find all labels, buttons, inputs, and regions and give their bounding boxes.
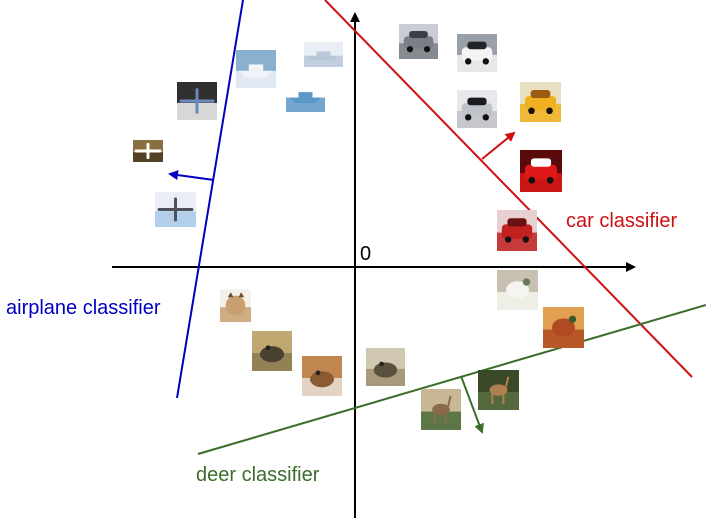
origin-label: 0 xyxy=(360,243,372,265)
airplane-classifier-arrow xyxy=(168,170,215,181)
car-classifier-label: car classifier xyxy=(566,210,678,232)
car-thumb-2 xyxy=(457,34,497,72)
airplane-thumb-1 xyxy=(177,82,217,120)
deer-icon xyxy=(489,376,510,404)
car-thumb-3 xyxy=(457,90,497,128)
truck-icon xyxy=(501,218,533,243)
frog-thumb-1 xyxy=(252,331,292,371)
airplane-thumb-2 xyxy=(133,140,163,162)
car-classifier-arrow xyxy=(481,131,516,160)
car-thumb-5 xyxy=(520,150,562,192)
deer-thumb-1 xyxy=(478,370,519,410)
deer-classifier-line xyxy=(197,304,706,455)
car-icon xyxy=(461,97,493,121)
ship-icon xyxy=(240,64,272,78)
car-icon xyxy=(524,90,557,115)
airplane-icon xyxy=(179,88,215,114)
ship-thumb-2 xyxy=(304,42,343,67)
ship-thumb-3 xyxy=(286,80,325,112)
frog-thumb-2 xyxy=(302,356,342,396)
car-icon xyxy=(461,41,493,65)
car-icon xyxy=(403,31,434,53)
car-classifier-line xyxy=(324,0,693,378)
car-icon xyxy=(525,158,557,184)
bird-icon xyxy=(552,315,577,337)
cat-icon xyxy=(225,292,246,316)
frog-icon xyxy=(260,345,284,363)
car-thumb-1 xyxy=(399,24,438,59)
bird-icon xyxy=(506,278,531,299)
bird-thumb-1 xyxy=(497,270,538,310)
car-thumb-4 xyxy=(520,82,561,122)
frog-icon xyxy=(310,370,334,388)
deer-thumb-2 xyxy=(421,389,461,430)
ship-thumb-1 xyxy=(236,50,276,88)
cat-thumb xyxy=(220,289,251,322)
frog-thumb-3 xyxy=(366,348,405,386)
ship-icon xyxy=(307,51,340,60)
frog-icon xyxy=(373,361,398,378)
deer-icon xyxy=(432,395,452,424)
airplane-classifier-line xyxy=(176,0,244,399)
airplane-classifier-label: airplane classifier xyxy=(6,297,161,319)
airplane-icon xyxy=(157,197,194,222)
airplane-icon xyxy=(134,142,162,160)
deer-classifier-label: deer classifier xyxy=(196,464,320,486)
truck-thumb xyxy=(497,210,537,251)
airplane-thumb-3 xyxy=(155,192,196,227)
bird-thumb-2 xyxy=(543,307,584,348)
deer-classifier-arrow xyxy=(460,375,484,434)
ship-icon xyxy=(289,92,322,104)
